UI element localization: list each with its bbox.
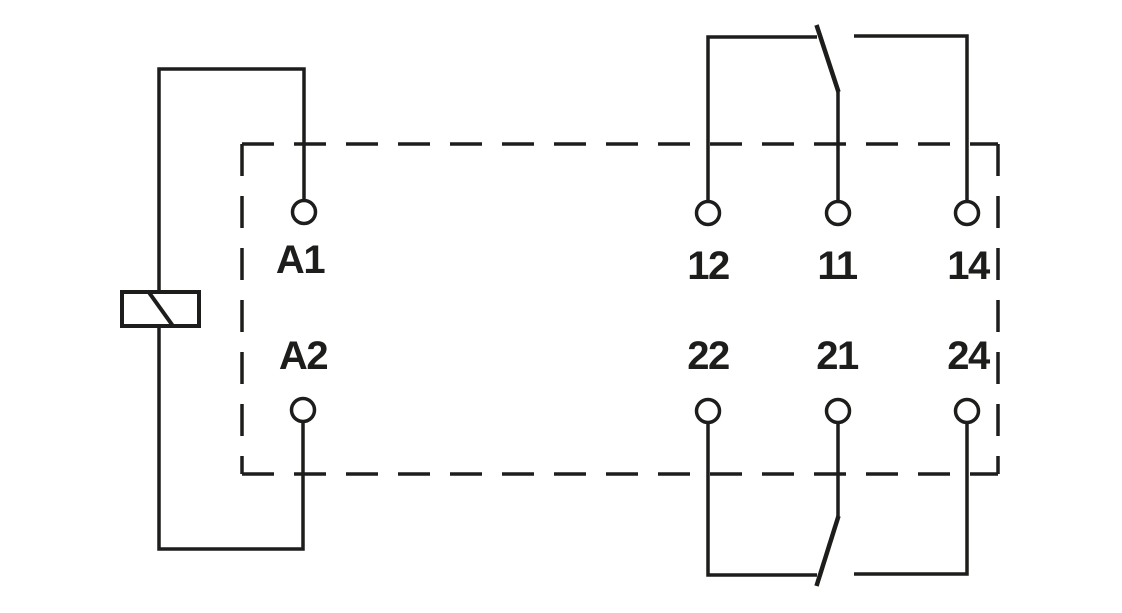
terminal-label-21: 21 xyxy=(816,334,859,378)
terminal-label-12: 12 xyxy=(687,244,730,288)
terminal-point-11 xyxy=(824,199,852,227)
nc-branch-12 xyxy=(706,35,817,213)
terminal-label-22: 22 xyxy=(687,334,730,378)
terminal-point-21 xyxy=(824,397,852,425)
terminal-label-14: 14 xyxy=(947,244,990,288)
switch-blade-top xyxy=(814,24,841,93)
terminal-label-24: 24 xyxy=(947,334,990,378)
no-branch-14 xyxy=(854,34,969,213)
terminal-point-12 xyxy=(694,199,722,227)
contact-group-1 xyxy=(706,24,969,213)
coil-symbol-box xyxy=(120,290,201,328)
terminal-point-a2 xyxy=(289,396,317,424)
switch-blade-bottom xyxy=(814,515,841,587)
coil-symbol-slash xyxy=(147,291,175,328)
terminal-point-a1 xyxy=(290,198,318,226)
terminal-point-14 xyxy=(953,199,981,227)
coil-circuit xyxy=(120,67,306,551)
terminal-label-a1: A1 xyxy=(275,238,326,282)
contact-group-2 xyxy=(706,411,969,587)
coil-wire-a2 xyxy=(157,326,305,551)
module-outline-dashed-box xyxy=(240,142,1000,476)
nc-branch-22 xyxy=(706,411,817,577)
terminal-label-11: 11 xyxy=(817,244,858,288)
terminal-point-22 xyxy=(694,397,722,425)
terminal-points xyxy=(289,198,981,425)
no-branch-24 xyxy=(854,411,969,576)
terminal-label-a2: A2 xyxy=(278,334,329,378)
terminal-point-24 xyxy=(953,397,981,425)
coil-wire-a1 xyxy=(157,67,306,292)
